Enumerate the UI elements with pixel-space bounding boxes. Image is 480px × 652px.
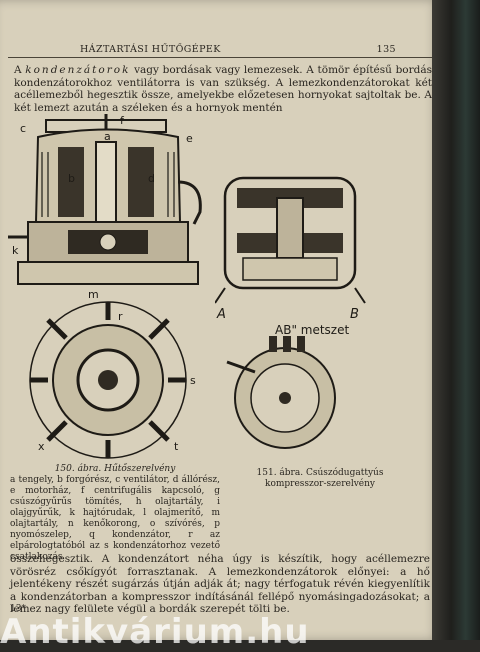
section-label-a: A: [216, 307, 226, 322]
section-caption: AB" metszet: [275, 323, 349, 337]
figure-151-ab-section: A B AB" metszet: [215, 176, 366, 337]
fig150-label-r: t: [174, 440, 179, 453]
fig150-label-b: b: [68, 172, 75, 185]
fig150-label-k: k: [12, 244, 19, 257]
caption-figure-150: 150. ábra. Hűtőszerelvény a tengely, b f…: [10, 464, 220, 563]
running-title: HÁZTARTÁSI HŰTŐGÉPEK: [80, 44, 221, 55]
book-binding: [432, 0, 480, 640]
paragraph-condensers: A kondenzátorok vagy bordásak vagy lemez…: [14, 64, 432, 114]
figure-150-side-section: a b c d e f k m: [8, 114, 202, 301]
page-mark: 13*: [10, 604, 26, 614]
watermark: Antikvárium.hu: [0, 612, 310, 652]
figure-150-top-view: r s t x: [29, 301, 196, 459]
fig150-label-f: f: [120, 114, 125, 127]
para1-intro: A: [14, 64, 26, 76]
fig150-label-s: x: [38, 440, 45, 453]
para1-emphasis: kondenzátorok: [25, 64, 131, 76]
fig150-label-p: r: [118, 310, 123, 323]
paragraph-welding: összehegesztik. A kondenzátort néha úgy …: [10, 553, 430, 616]
book-page: HÁZTARTÁSI HŰTŐGÉPEK 135 A kondenzátorok…: [0, 0, 440, 640]
figure-151-compressor-view: [226, 336, 336, 449]
fig150-label-d: d: [148, 172, 155, 185]
header-rule: [8, 57, 434, 58]
page-number: 135: [376, 44, 396, 55]
caption150-title: 150. ábra. Hűtőszerelvény: [54, 464, 176, 474]
caption150-body: a tengely, b forgórész, c ventilátor, d …: [10, 475, 220, 562]
running-header: HÁZTARTÁSI HŰTŐGÉPEK 135: [80, 44, 396, 55]
fig150-label-e: e: [186, 132, 193, 145]
para1-rest: vagy bordásak vagy lemezesek. A tömör ép…: [14, 64, 433, 114]
fig150-label-c: c: [20, 122, 26, 135]
section-label-b: B: [350, 307, 359, 322]
fig150-label-m: m: [88, 288, 99, 301]
caption-figure-151: 151. ábra. Csúszódugattyús kompresszor-s…: [256, 468, 384, 489]
fig150-label-a: a: [104, 130, 111, 143]
fig150-label-q: s: [190, 374, 196, 387]
